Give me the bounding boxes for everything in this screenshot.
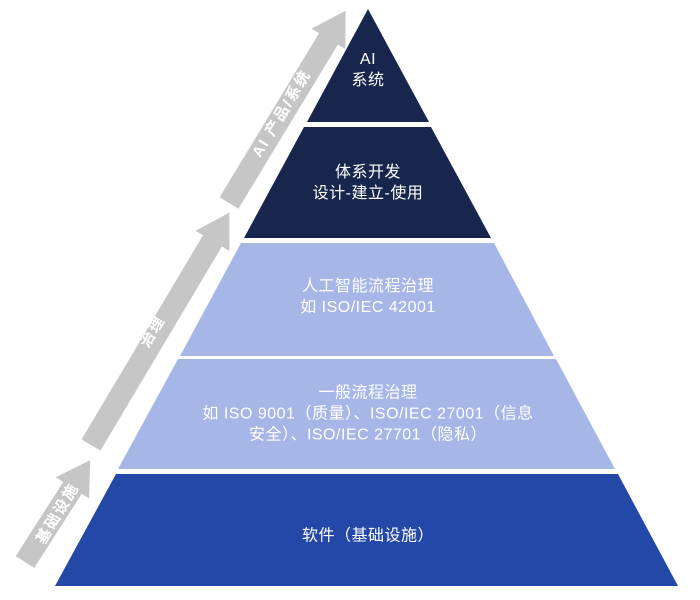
pyramid-level-general-process-governance	[118, 359, 615, 469]
arrow-segment-ai-product-system	[219, 10, 346, 209]
pyramid-level-system-development	[244, 127, 491, 238]
pyramid-level-software-infrastructure	[55, 474, 678, 586]
pyramid-level-ai-system	[307, 9, 429, 122]
pyramid-level-ai-process-governance	[180, 243, 554, 356]
arrow-segment-infrastructure	[15, 460, 91, 568]
arrow-segment-governance	[81, 212, 230, 451]
